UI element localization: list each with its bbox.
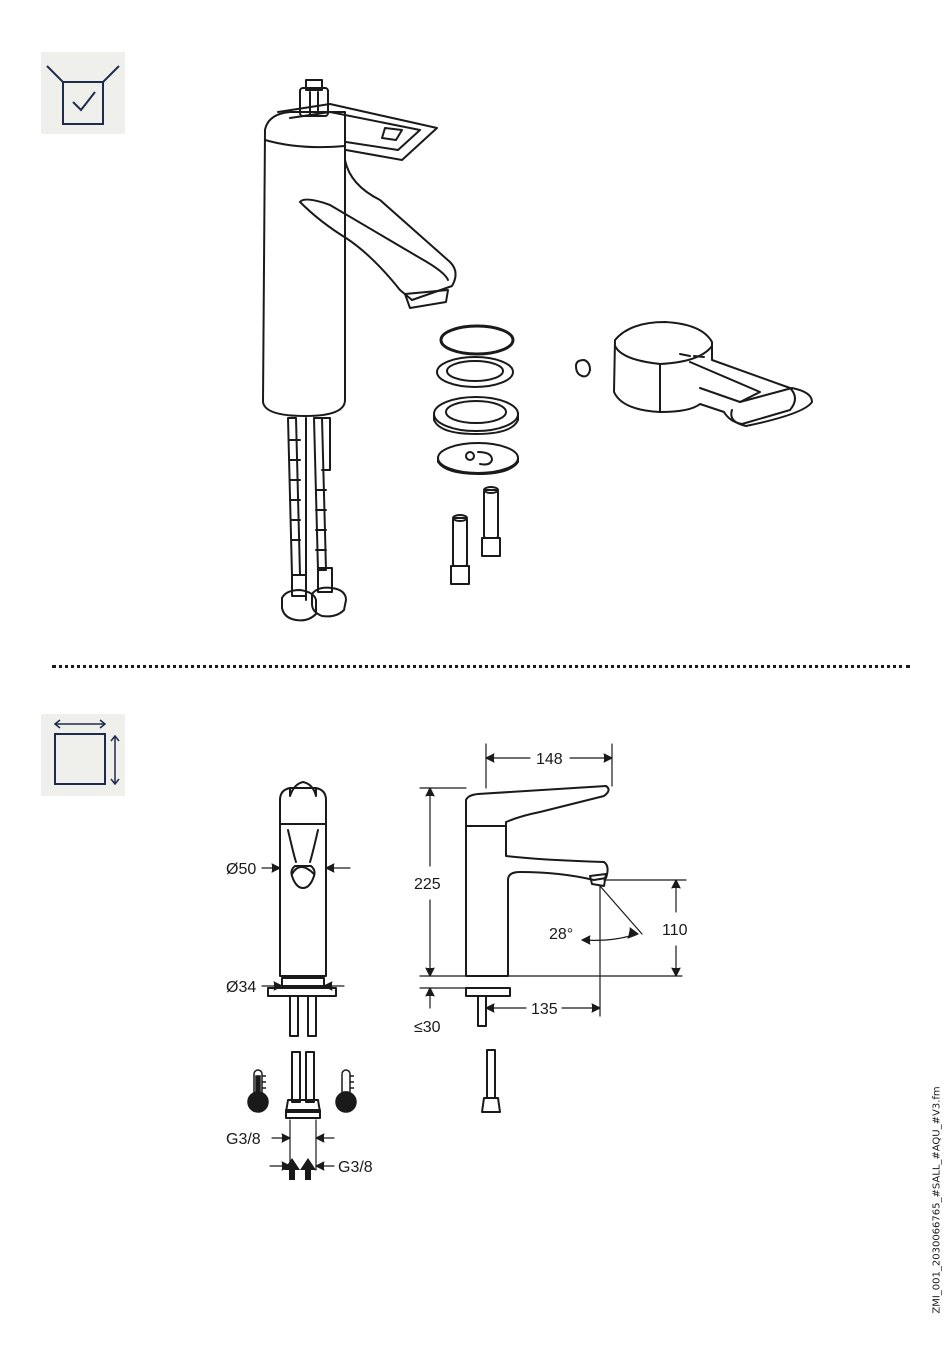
connection-left-label: G3/8 bbox=[226, 1131, 261, 1148]
spout-angle-label: 28° bbox=[549, 926, 573, 943]
double-arrow-up-icon bbox=[284, 1158, 316, 1180]
thermometer-cold-icon bbox=[336, 1070, 356, 1112]
thermometer-hot-icon bbox=[248, 1070, 268, 1112]
document-code: ZMI_001_2030066765_#SALL_#AQU_#V3.fm bbox=[928, 1040, 946, 1360]
lever-handle-drawing bbox=[614, 322, 812, 426]
diameter-body-label: Ø50 bbox=[226, 861, 256, 878]
spout-projection-label: 135 bbox=[531, 1001, 558, 1018]
spout-height-label: 110 bbox=[662, 922, 688, 939]
faucet-body-drawing bbox=[263, 80, 456, 620]
connection-right-label: G3/8 bbox=[338, 1159, 373, 1176]
diameter-base-label: Ø34 bbox=[226, 979, 256, 996]
front-view-drawing bbox=[268, 782, 336, 1118]
total-height-label: 225 bbox=[414, 876, 441, 893]
max-thickness-label: ≤30 bbox=[414, 1019, 441, 1036]
document-code-text: ZMI_001_2030066765_#SALL_#AQU_#V3.fm bbox=[932, 1086, 943, 1313]
side-view-drawing bbox=[466, 786, 609, 1112]
mounting-parts-drawing bbox=[434, 326, 590, 584]
spout-length-label: 148 bbox=[536, 751, 563, 768]
